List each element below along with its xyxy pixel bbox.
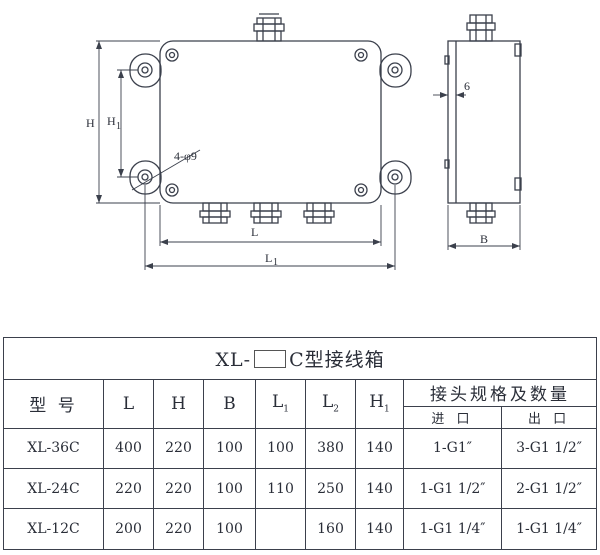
header-outlet: 出 口 [500,406,598,429]
front-view [129,13,412,224]
label-hole-spec: 4-φ9 [174,149,197,163]
label-thickness: 6 [464,79,470,93]
mounting-ear-top-right [379,53,412,88]
spec-table: XL-C型接线箱 型 号 L H B L1 L2 H1 接头规格及数量 进 口 … [2,337,598,550]
box-body [159,40,382,204]
header-H: H [153,378,204,429]
title-suffix: C型接线箱 [289,348,385,371]
inlet-gland-top [253,13,285,42]
header-model: 型 号 [3,378,104,429]
cover-screw [354,183,368,197]
side-body [447,40,521,204]
side-view [433,14,522,250]
label-B: B [480,232,488,246]
label-L1: L [265,251,272,265]
mounting-ear-bottom-left [129,160,162,195]
label-H: H [86,116,95,130]
label-H1-sub: 1 [116,121,121,132]
label-L1-sub: 1 [273,257,278,268]
header-L2: L2 [305,378,356,429]
outlet-gland-3 [303,202,335,224]
header-L: L [103,378,154,429]
table-title: XL- C型接线箱 [2,337,598,380]
label-L: L [251,225,258,239]
model-number-blank [254,349,287,368]
outlet-gland-1 [199,202,231,224]
header-inlet: 进 口 [403,406,502,429]
mounting-ear-top-left [129,53,162,88]
outlet-gland-2 [250,202,282,224]
label-H1: H [107,114,116,128]
dimension-lines [96,40,396,270]
mounting-ear-bottom-right [379,160,412,195]
header-B: B [203,378,256,429]
title-prefix: XL- [215,348,252,371]
cover-screw [165,48,179,62]
header-H1: H1 [355,378,404,429]
header-L1: L1 [255,378,306,429]
cover-screw [354,48,368,62]
header-connector-group: 接头规格及数量 [402,378,598,408]
junction-box-drawing: H H 1 4-φ9 L L 1 6 B [86,13,522,270]
cover-screw [165,183,179,197]
